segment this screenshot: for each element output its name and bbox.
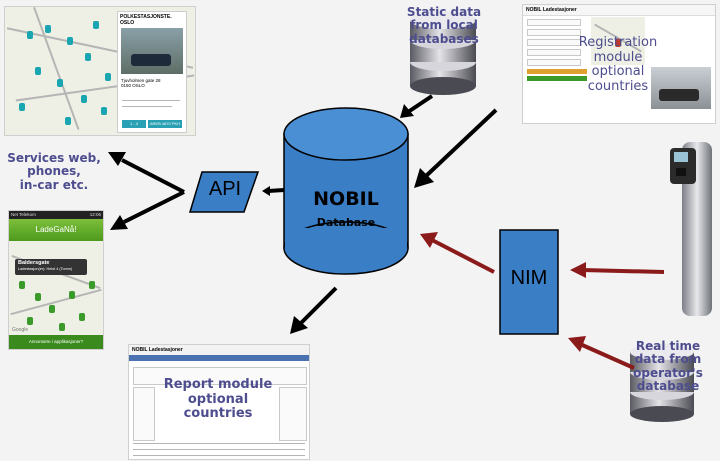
black-arrows — [108, 94, 498, 334]
api-to-phone-arrow — [123, 190, 185, 224]
registration-photo — [651, 67, 711, 109]
phone-footer[interactable]: Annonsere i applikasjoner? — [9, 335, 103, 349]
report-title: NOBIL Ladestasjoner — [132, 347, 183, 353]
clock-label: 12:06 — [89, 212, 101, 217]
phone-popup-title: Baldersgate — [18, 260, 50, 266]
nobil-subtitle: Database — [316, 216, 376, 229]
nim-label: NIM — [510, 267, 548, 289]
popup-title: POLKESTASJONSTE. OSLO — [120, 14, 172, 26]
registration-screenshot: NOBIL Ladestasjoner — [522, 4, 716, 124]
popup-button-2[interactable]: AREB 4870 PKH — [148, 120, 182, 128]
registration-header: NOBIL Ladestasjoner — [523, 5, 715, 16]
static-data-database-icon — [404, 6, 482, 96]
popup-address: Tjuvholmen gate 28 — [121, 78, 161, 83]
phone-map: Baldersgate Ladestasjon(er): Helst 4 (To… — [9, 241, 103, 335]
carrier-label: Net Telekom — [11, 212, 36, 217]
report-header: NOBIL Ladestasjoner — [129, 345, 309, 355]
charging-post — [664, 138, 718, 318]
static-to-db-arrow — [406, 94, 434, 114]
registration-title: NOBIL Ladestasjoner — [526, 7, 577, 13]
phone-app-screenshot: Net Telekom 12:06 LadeGaNå! Baldersgate … — [8, 210, 104, 350]
realtime-label: Real time data from operator's database — [633, 339, 703, 394]
registration-map — [591, 17, 645, 65]
api-label: API — [208, 178, 242, 200]
phone-footer-text: Annonsere i applikasjoner? — [28, 339, 84, 344]
nobil-database-cylinder — [283, 107, 409, 275]
report-label: Report module optional countries — [163, 377, 273, 422]
popup-city: 0150 OSLO — [121, 83, 145, 88]
nobil-title: NOBIL — [313, 188, 379, 210]
phone-popup-text: Ladestasjon(er): Helst 4 (Tomm) — [18, 267, 73, 271]
realtime-database-icon — [624, 340, 700, 424]
api-shape — [188, 171, 260, 213]
app-title: LadeGaNå! — [35, 225, 77, 234]
web-map-screenshot: POLKESTASJONSTE. OSLO Tjuvholmen gate 28… — [4, 6, 196, 136]
registration-label: Registration module optional countries — [578, 35, 658, 94]
db-to-api-arrow — [267, 188, 285, 193]
red-arrows — [420, 232, 665, 370]
registration-to-db-arrow — [424, 108, 498, 178]
nim-to-db-arrow — [431, 238, 495, 274]
post-to-nim-arrow — [581, 268, 665, 274]
phone-popup: Baldersgate Ladestasjon(er): Helst 4 (To… — [15, 259, 87, 275]
phone-status-bar: Net Telekom 12:06 — [9, 211, 103, 219]
phone-app-header: LadeGaNå! — [9, 219, 103, 241]
station-popup: POLKESTASJONSTE. OSLO Tjuvholmen gate 28… — [117, 11, 187, 133]
services-label: Services web, phones, in-car etc. — [7, 151, 101, 192]
static-data-label: Static data from local databases — [406, 5, 482, 46]
popup-button-1[interactable]: 1 - 4 — [122, 120, 146, 128]
google-logo: Google — [12, 327, 29, 333]
db-to-report-arrow — [298, 286, 338, 326]
nim-box — [499, 229, 559, 335]
api-to-services-arrow — [121, 158, 185, 194]
popup-photo — [121, 28, 183, 74]
report-screenshot: NOBIL Ladestasjoner — [128, 344, 310, 460]
realtime-to-nim-arrow — [579, 342, 635, 370]
